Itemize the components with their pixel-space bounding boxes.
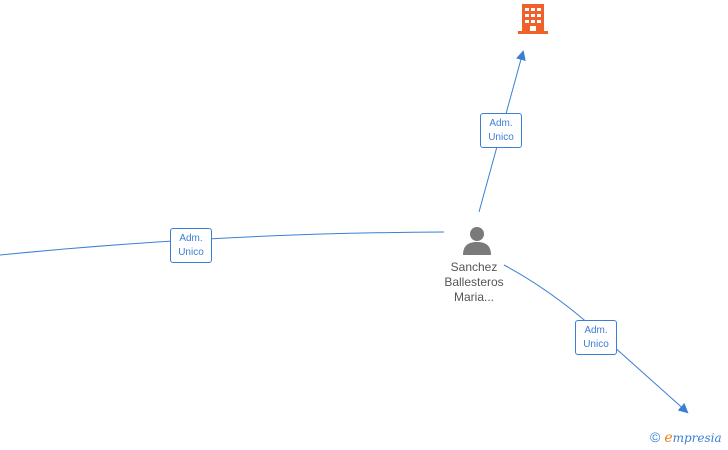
edge-label-up[interactable]: Adm. Unico <box>480 113 522 148</box>
copyright-symbol: © <box>650 429 661 445</box>
edge-label-type: Unico <box>488 132 514 143</box>
edge-label-role: Adm. <box>179 233 203 244</box>
brand-initial: e <box>664 430 673 446</box>
edge-line-left <box>0 231 445 256</box>
brand-name: mpresia <box>672 431 722 445</box>
person-name[interactable]: Sanchez Ballesteros Maria... <box>424 260 524 305</box>
edge-label-role: Adm. <box>584 325 608 336</box>
person-name-line3: Maria... <box>453 290 494 304</box>
edge-label-type: Unico <box>178 247 204 258</box>
brand-watermark: ©empresia <box>650 429 722 449</box>
person-name-line1: Sanchez <box>450 260 498 274</box>
edge-label-left[interactable]: Adm. Unico <box>170 228 212 263</box>
person-name-line2: Ballesteros <box>444 275 504 289</box>
building-icon[interactable] <box>516 2 550 36</box>
edge-label-down[interactable]: Adm. Unico <box>575 320 617 355</box>
edge-label-type: Unico <box>583 339 609 350</box>
person-icon[interactable] <box>460 224 494 256</box>
edge-label-role: Adm. <box>489 118 513 129</box>
